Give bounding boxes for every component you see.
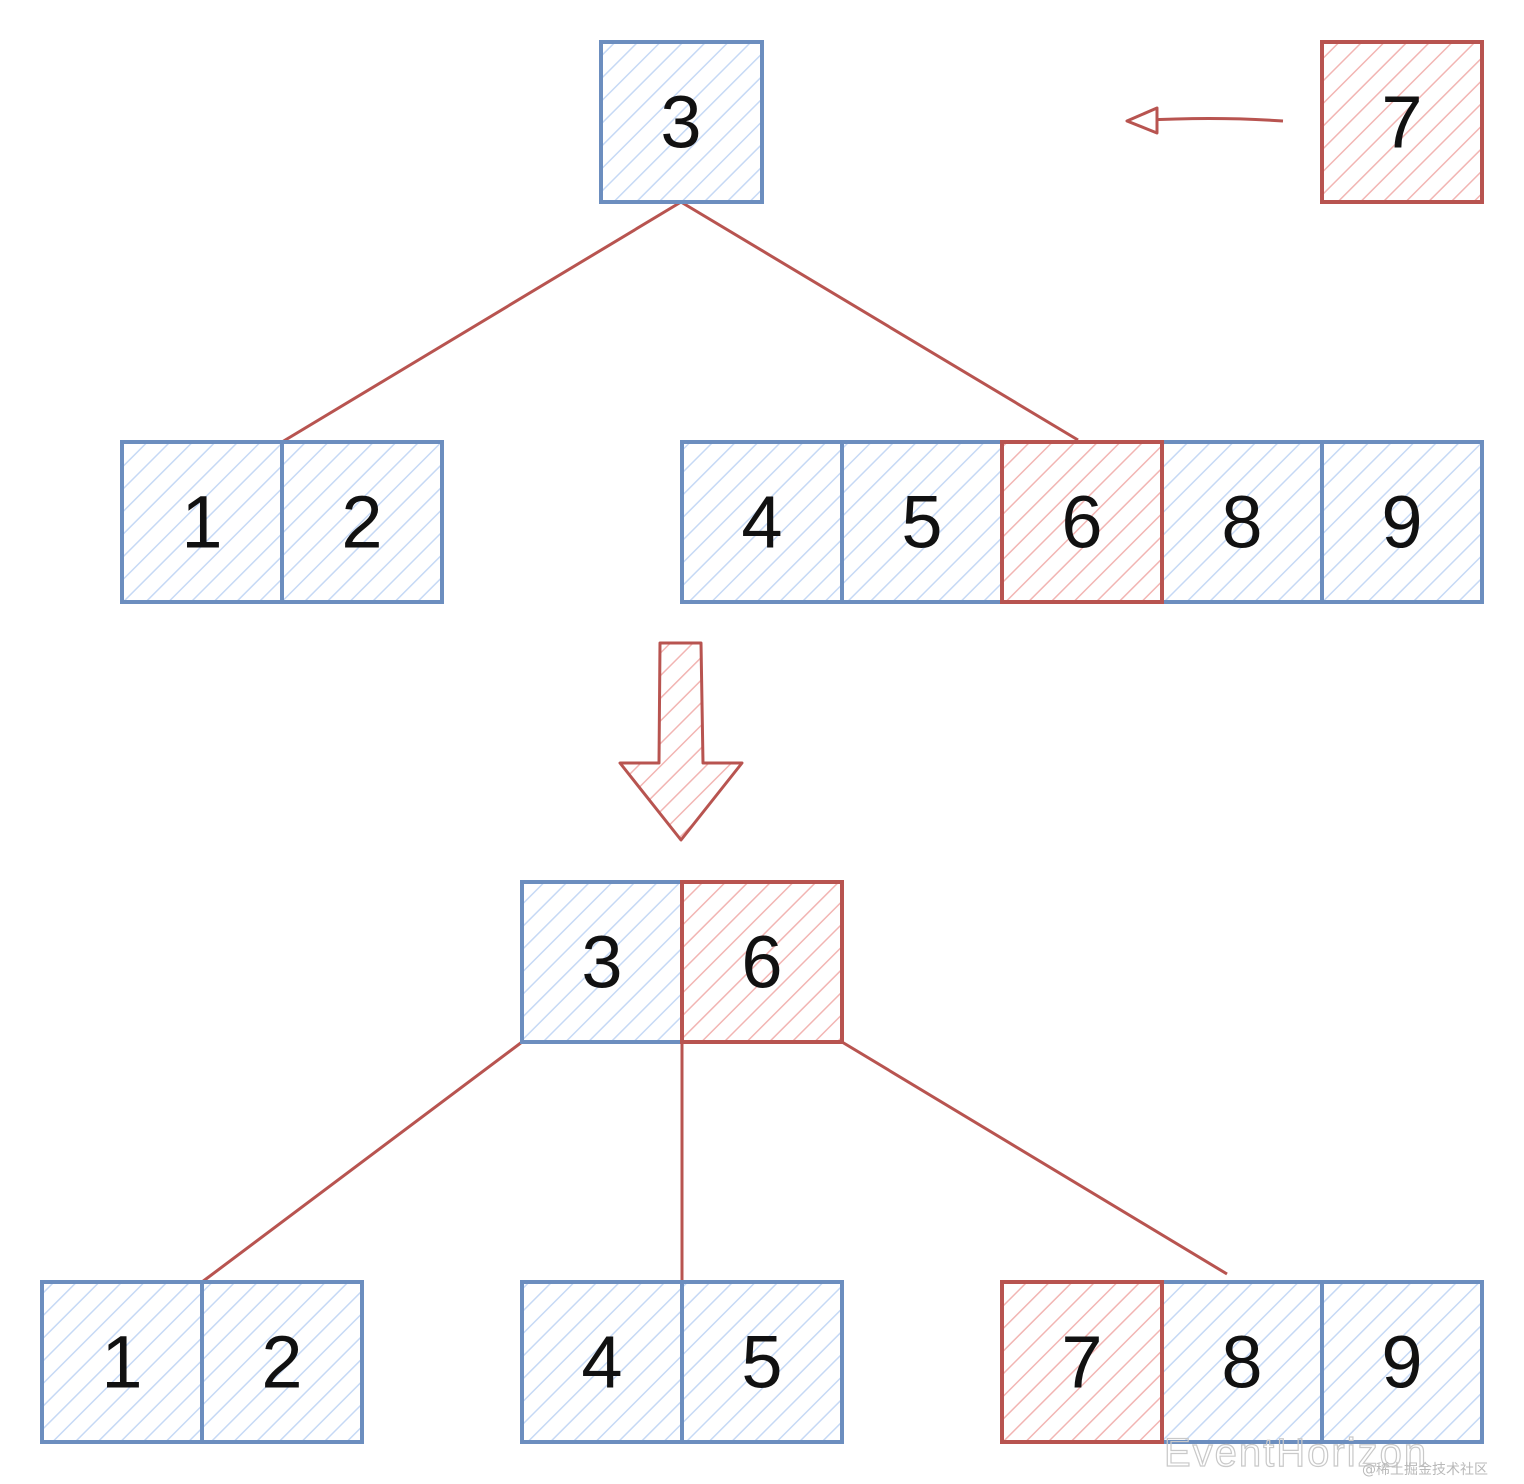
top-left-leaf-node: 1 2 [120,440,444,604]
key-label: 8 [1221,481,1262,564]
key-cell: 9 [1320,440,1484,604]
key-cell: 4 [680,440,844,604]
key-cell-highlighted: 7 [1000,1280,1164,1444]
key-label: 7 [1061,1321,1102,1404]
incoming-key-label: 7 [1381,81,1422,164]
watermark-text: EventHorizon [1164,1431,1428,1475]
key-label: 5 [901,481,942,564]
key-cell: 9 [1320,1280,1484,1444]
watermark-platform: @稀土掘金技术社区 [1362,1462,1488,1478]
top-tree-edges [281,200,1079,444]
key-cell: 8 [1160,440,1324,604]
key-cell: 2 [200,1280,364,1444]
key-label: 4 [581,1321,622,1404]
bottom-middle-leaf-node: 4 5 [520,1280,844,1444]
key-label: 1 [101,1321,142,1404]
key-cell: 3 [599,40,764,204]
key-cell-highlighted: 6 [680,880,844,1044]
incoming-key-node: 7 [1320,40,1484,204]
edge-bottom-root-to-right-leaf [841,1040,1228,1276]
key-label: 2 [341,481,382,564]
key-label: 2 [261,1321,302,1404]
key-cell: 4 [520,1280,684,1444]
key-label: 6 [741,921,782,1004]
key-label: 3 [660,81,701,164]
key-label: 1 [181,481,222,564]
bottom-root-node: 3 6 [520,880,844,1044]
edge-top-root-to-right-leaf [680,200,1079,442]
top-root-node: 3 [599,40,764,204]
edge-top-root-to-left-leaf [281,200,682,444]
key-label: 3 [581,921,622,1004]
key-label: 8 [1221,1321,1262,1404]
bottom-tree-edges [201,1040,1228,1284]
key-cell: 2 [280,440,444,604]
bottom-right-leaf-node: 8 9 7 [1000,1280,1484,1444]
key-cell: 1 [120,440,284,604]
key-label: 4 [741,481,782,564]
insert-arrow-icon [1125,106,1284,135]
key-cell: 1 [40,1280,204,1444]
key-label: 6 [1061,481,1102,564]
edge-bottom-root-to-left-leaf [201,1040,523,1284]
key-cell-highlighted: 6 [1000,440,1164,604]
top-right-leaf-node: 4 5 8 9 6 [680,440,1484,604]
down-arrow-icon [618,641,744,842]
bottom-left-leaf-node: 1 2 [40,1280,364,1444]
key-label: 9 [1381,481,1422,564]
key-label: 5 [741,1321,782,1404]
key-cell: 8 [1160,1280,1324,1444]
key-cell: 3 [520,880,684,1044]
key-cell: 5 [680,1280,844,1444]
key-cell: 5 [840,440,1004,604]
watermark: EventHorizon @稀土掘金技术社区 [1163,1430,1488,1478]
key-label: 9 [1381,1321,1422,1404]
